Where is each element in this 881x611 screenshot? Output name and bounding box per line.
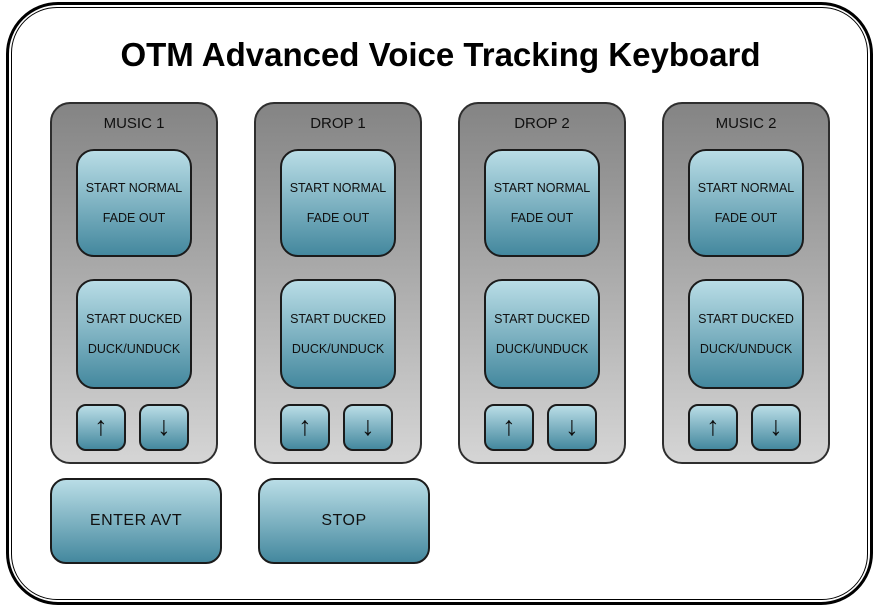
panels-row: MUSIC 1 START NORMAL FADE OUT START DUCK…	[50, 102, 830, 464]
drop1-start-ducked-duck-unduck-button[interactable]: START DUCKED DUCK/UNDUCK	[280, 279, 396, 389]
music1-start-ducked-duck-unduck-button[interactable]: START DUCKED DUCK/UNDUCK	[76, 279, 192, 389]
music2-start-ducked-duck-unduck-button[interactable]: START DUCKED DUCK/UNDUCK	[688, 279, 804, 389]
drop1-start-normal-fade-out-button[interactable]: START NORMAL FADE OUT	[280, 149, 396, 257]
music2-arrow-row: ↑ ↓	[688, 404, 804, 451]
panel-drop-1: DROP 1 START NORMAL FADE OUT START DUCKE…	[254, 102, 422, 464]
drop2-start-normal-fade-out-button[interactable]: START NORMAL FADE OUT	[484, 149, 600, 257]
up-arrow-icon: ↑	[706, 411, 720, 441]
stop-button[interactable]: STOP	[258, 478, 430, 564]
music1-down-arrow-button[interactable]: ↓	[139, 404, 189, 451]
up-arrow-icon: ↑	[502, 411, 516, 441]
drop2-arrow-row: ↑ ↓	[484, 404, 600, 451]
button-line-2: DUCK/UNDUCK	[87, 341, 181, 356]
down-arrow-icon: ↓	[157, 411, 171, 441]
button-line-1: START DUCKED	[698, 312, 794, 326]
music2-start-normal-fade-out-button[interactable]: START NORMAL FADE OUT	[688, 149, 804, 257]
panel-drop-1-label: DROP 1	[310, 115, 366, 132]
panel-music-2-label: MUSIC 2	[715, 115, 777, 132]
button-line-2: FADE OUT	[102, 210, 166, 225]
music1-up-arrow-button[interactable]: ↑	[76, 404, 126, 451]
drop1-arrow-row: ↑ ↓	[280, 404, 396, 451]
button-line-1: START DUCKED	[86, 312, 182, 326]
panel-music-2: MUSIC 2 START NORMAL FADE OUT START DUCK…	[662, 102, 830, 464]
music1-start-normal-fade-out-button[interactable]: START NORMAL FADE OUT	[76, 149, 192, 257]
button-line-1: START DUCKED	[494, 312, 590, 326]
button-line-1: START DUCKED	[290, 312, 386, 326]
enter-avt-button[interactable]: ENTER AVT	[50, 478, 222, 564]
panel-music-1: MUSIC 1 START NORMAL FADE OUT START DUCK…	[50, 102, 218, 464]
footer-row: ENTER AVT STOP	[50, 478, 430, 564]
music1-arrow-row: ↑ ↓	[76, 404, 192, 451]
button-line-2: DUCK/UNDUCK	[699, 341, 793, 356]
down-arrow-icon: ↓	[361, 411, 375, 441]
down-arrow-icon: ↓	[565, 411, 579, 441]
drop1-up-arrow-button[interactable]: ↑	[280, 404, 330, 451]
button-line-1: START NORMAL	[697, 181, 795, 195]
button-line-2: FADE OUT	[510, 210, 574, 225]
music2-down-arrow-button[interactable]: ↓	[751, 404, 801, 451]
drop2-start-ducked-duck-unduck-button[interactable]: START DUCKED DUCK/UNDUCK	[484, 279, 600, 389]
button-line-1: START NORMAL	[493, 181, 591, 195]
button-line-2: DUCK/UNDUCK	[291, 341, 385, 356]
drop1-down-arrow-button[interactable]: ↓	[343, 404, 393, 451]
button-line-1: START NORMAL	[289, 181, 387, 195]
button-line-2: FADE OUT	[306, 210, 370, 225]
button-line-2: DUCK/UNDUCK	[495, 341, 589, 356]
drop2-down-arrow-button[interactable]: ↓	[547, 404, 597, 451]
panel-drop-2: DROP 2 START NORMAL FADE OUT START DUCKE…	[458, 102, 626, 464]
button-line-1: START NORMAL	[85, 181, 183, 195]
down-arrow-icon: ↓	[769, 411, 783, 441]
up-arrow-icon: ↑	[298, 411, 312, 441]
drop2-up-arrow-button[interactable]: ↑	[484, 404, 534, 451]
up-arrow-icon: ↑	[94, 411, 108, 441]
panel-music-1-label: MUSIC 1	[103, 115, 165, 132]
panel-drop-2-label: DROP 2	[514, 115, 570, 132]
page-title: OTM Advanced Voice Tracking Keyboard	[120, 36, 761, 73]
music2-up-arrow-button[interactable]: ↑	[688, 404, 738, 451]
button-line-2: FADE OUT	[714, 210, 778, 225]
